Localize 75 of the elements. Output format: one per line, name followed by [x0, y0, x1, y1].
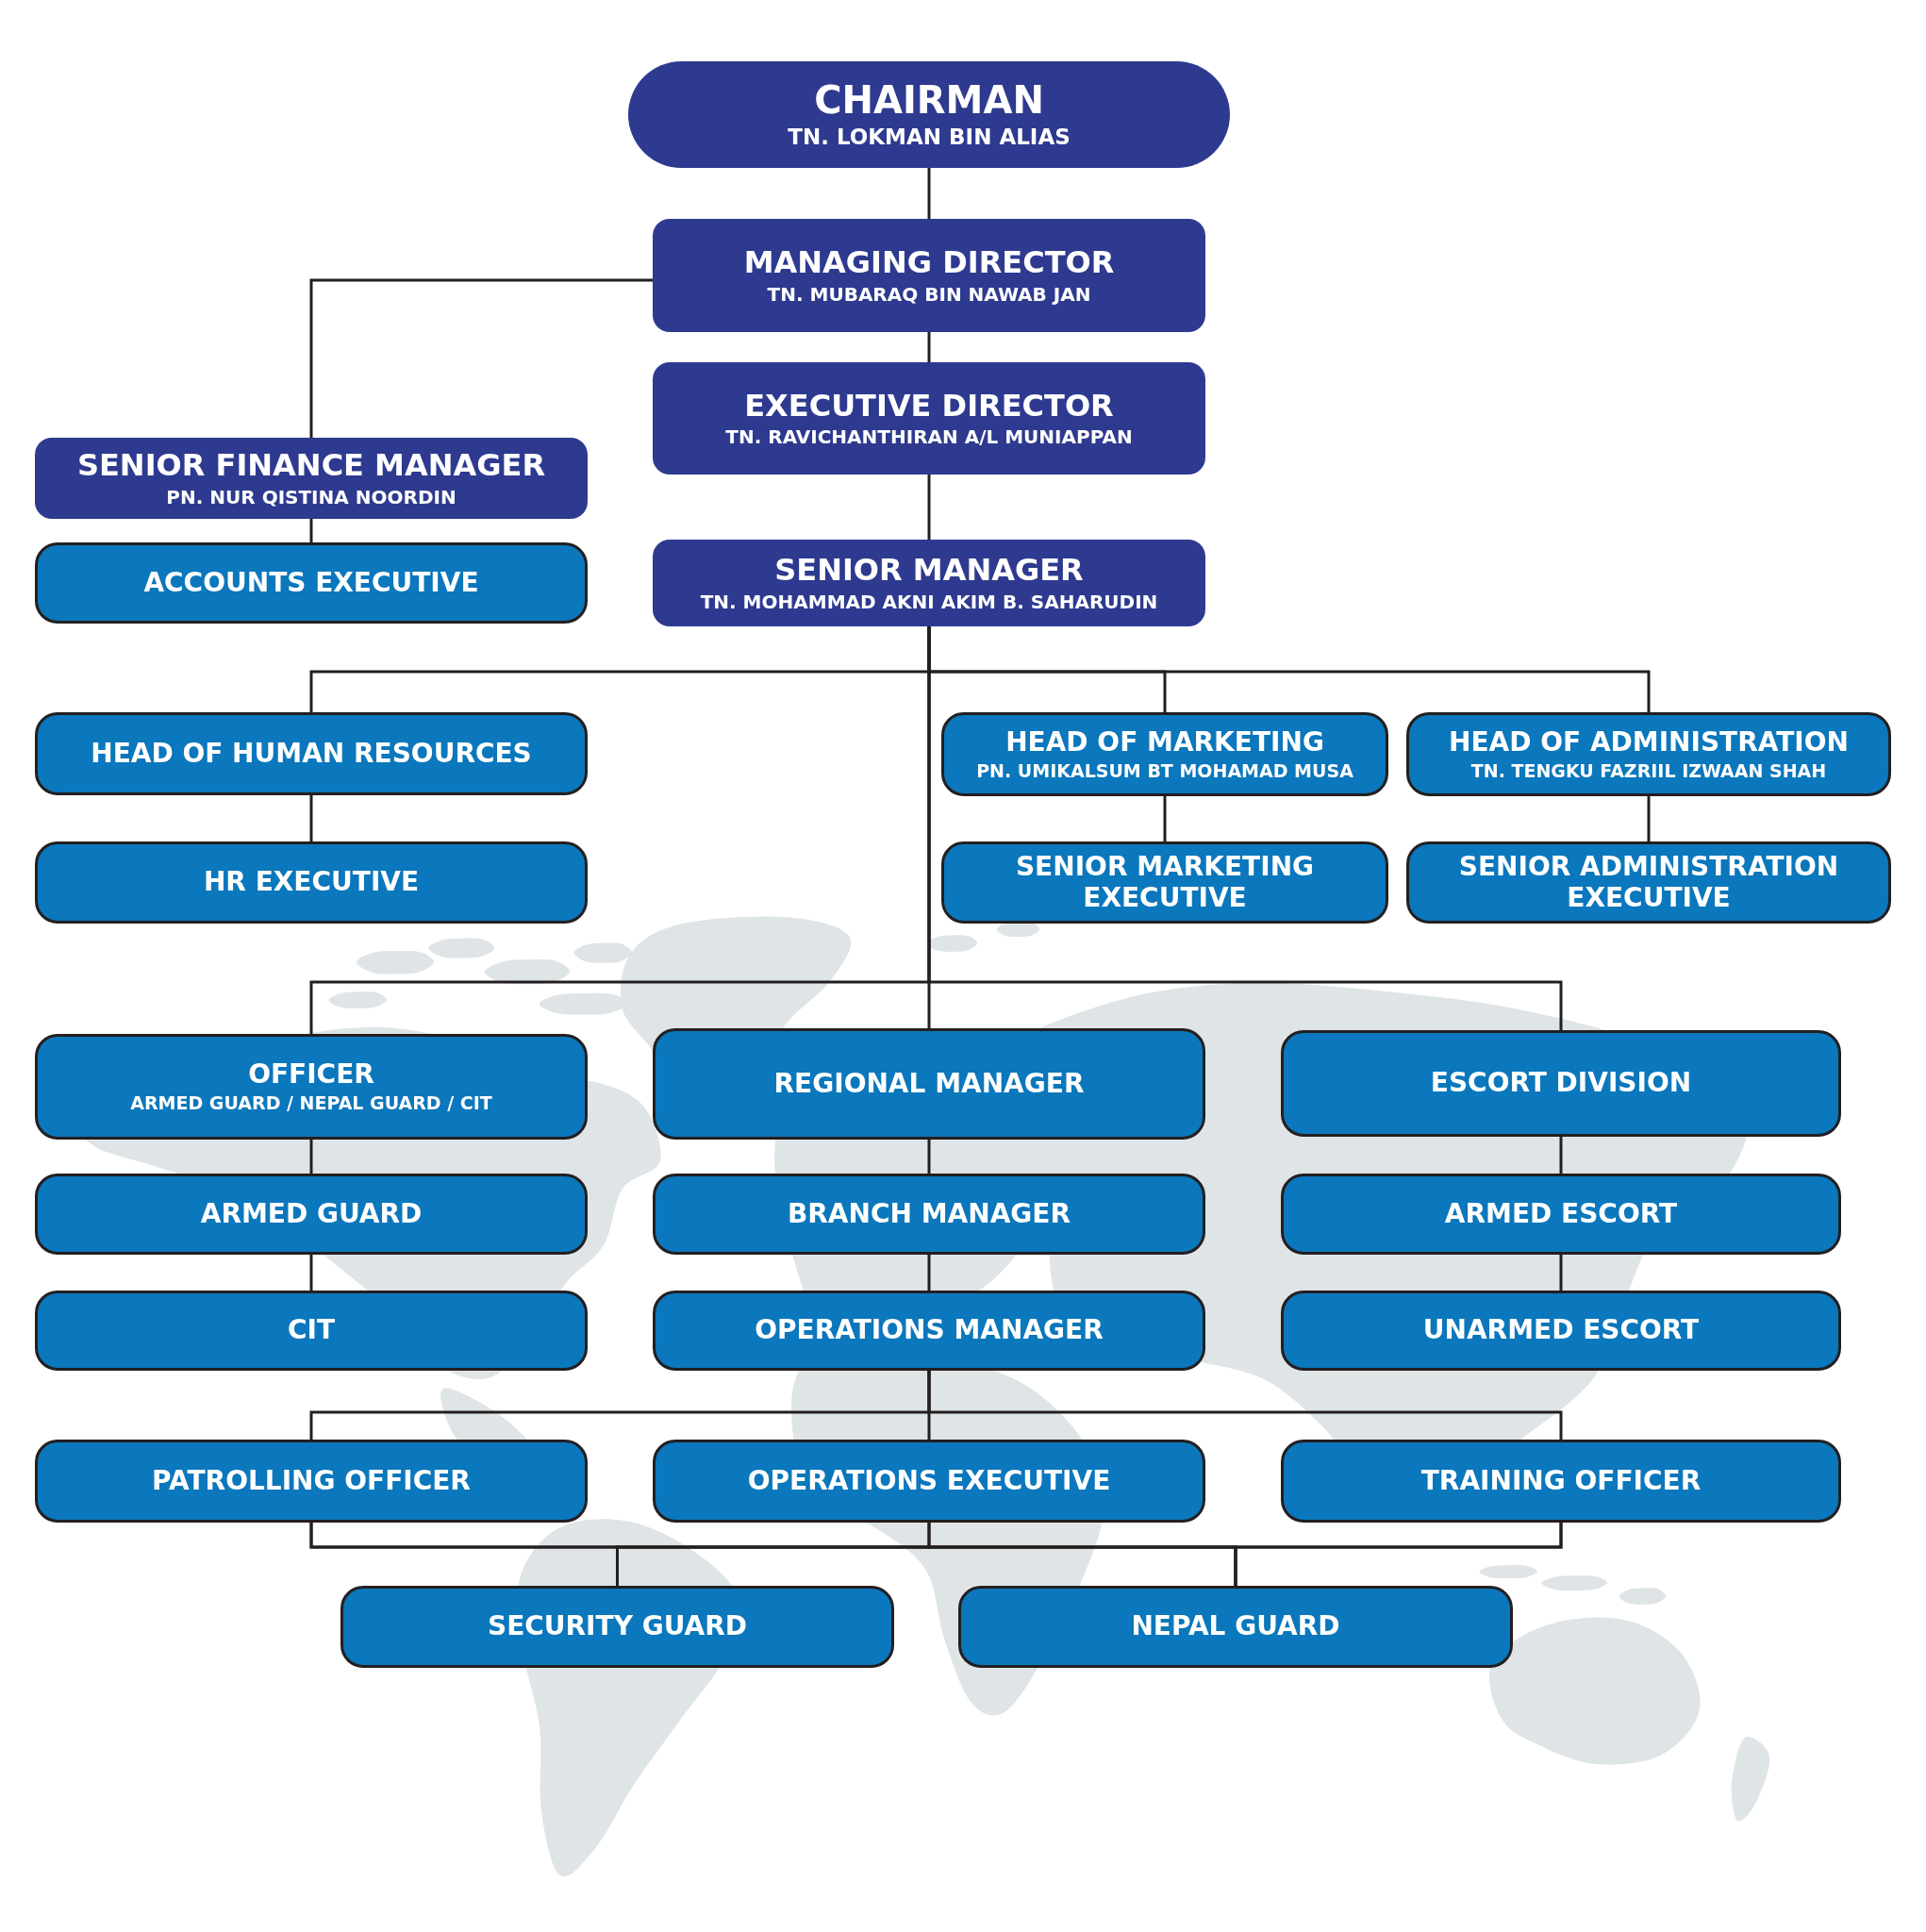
position-title: HEAD OF ADMINISTRATION — [1449, 726, 1849, 758]
position-title: NEPAL GUARD — [1131, 1611, 1340, 1642]
position-box — [1281, 1291, 1841, 1371]
position-title: SENIOR MANAGER — [774, 553, 1084, 588]
connector-line — [309, 278, 653, 438]
position-box — [653, 1174, 1205, 1255]
position-title: TRAINING OFFICER — [1420, 1465, 1702, 1497]
position-title: ARMED ESCORT — [1444, 1198, 1678, 1230]
position-box — [941, 841, 1388, 924]
position-subtitle: TN. LOKMAN BIN ALIAS — [788, 125, 1071, 151]
position-box — [35, 841, 588, 924]
position-box — [958, 1586, 1513, 1668]
position-title: HR EXECUTIVE — [203, 867, 420, 898]
position-box — [1281, 1030, 1841, 1137]
position-title: PATROLLING OFFICER — [152, 1465, 471, 1497]
position-subtitle: TN. RAVICHANTHIRAN A/L MUNIAPPAN — [725, 425, 1133, 449]
position-subtitle: TN. TENGKU FAZRIIL IZWAAN SHAH — [1470, 759, 1827, 782]
position-title: OFFICER — [248, 1059, 374, 1091]
position-subtitle: ARMED GUARD / NEPAL GUARD / CIT — [130, 1092, 492, 1114]
position-title: BRANCH MANAGER — [787, 1198, 1071, 1230]
position-box — [653, 219, 1205, 332]
connector-line — [927, 475, 931, 540]
connector-line — [927, 332, 931, 362]
position-title: ACCOUNTS EXECUTIVE — [143, 567, 479, 599]
position-box — [35, 1440, 588, 1523]
position-title: UNARMED ESCORT — [1422, 1315, 1700, 1346]
position-title: SENIOR ADMINISTRATION EXECUTIVE — [1457, 852, 1840, 913]
position-box — [653, 362, 1205, 475]
position-box — [653, 1028, 1205, 1140]
position-title: HEAD OF HUMAN RESOURCES — [91, 738, 532, 770]
connector-line — [927, 1140, 931, 1174]
position-title: SECURITY GUARD — [488, 1611, 747, 1642]
position-title: ARMED GUARD — [200, 1198, 423, 1230]
position-title: MANAGING DIRECTOR — [743, 245, 1115, 280]
position-box — [1406, 841, 1891, 924]
position-title: HEAD OF MARKETING — [1005, 726, 1324, 758]
position-box — [35, 438, 588, 519]
position-box — [340, 1586, 894, 1668]
connector-line — [1647, 796, 1651, 841]
position-title: EXECUTIVE DIRECTOR — [744, 388, 1114, 424]
position-subtitle: PN. NUR QISTINA NOORDIN — [166, 485, 457, 508]
connector-line — [1163, 796, 1167, 841]
connector-line — [1234, 1523, 1563, 1586]
position-subtitle: TN. MOHAMMAD AKNI AKIM B. SAHARUDIN — [700, 590, 1158, 613]
position-box — [653, 1291, 1205, 1371]
position-box — [653, 1440, 1205, 1523]
position-box — [35, 1291, 588, 1371]
position-subtitle: TN. MUBARAQ BIN NAWAB JAN — [767, 282, 1091, 306]
connector-line — [1559, 1137, 1563, 1174]
position-box — [941, 712, 1388, 796]
connector-line — [309, 1255, 313, 1291]
position-box — [653, 540, 1205, 626]
position-title: SENIOR MARKETING EXECUTIVE — [1014, 852, 1316, 913]
connector-line — [309, 795, 313, 841]
position-title: ESCORT DIVISION — [1430, 1068, 1692, 1099]
position-title: OPERATIONS MANAGER — [755, 1315, 1104, 1346]
position-box — [1281, 1174, 1841, 1255]
position-box — [35, 712, 588, 795]
position-title: OPERATIONS EXECUTIVE — [747, 1465, 1111, 1497]
position-title: CHAIRMAN — [814, 78, 1044, 123]
connector-line — [309, 1140, 313, 1174]
position-box — [35, 1034, 588, 1140]
position-title: SENIOR FINANCE MANAGER — [76, 448, 546, 483]
connector-line — [1559, 1255, 1563, 1291]
connector-line — [927, 1255, 931, 1291]
position-box — [1281, 1440, 1841, 1523]
connector-line — [927, 168, 931, 219]
connector-line — [927, 1371, 1563, 1440]
position-title: CIT — [287, 1315, 336, 1346]
connector-line — [309, 519, 313, 542]
position-box — [35, 542, 588, 624]
position-box — [1406, 712, 1891, 796]
position-subtitle: PN. UMIKALSUM BT MOHAMAD MUSA — [976, 759, 1353, 782]
position-box — [35, 1174, 588, 1255]
position-title: REGIONAL MANAGER — [773, 1068, 1085, 1100]
